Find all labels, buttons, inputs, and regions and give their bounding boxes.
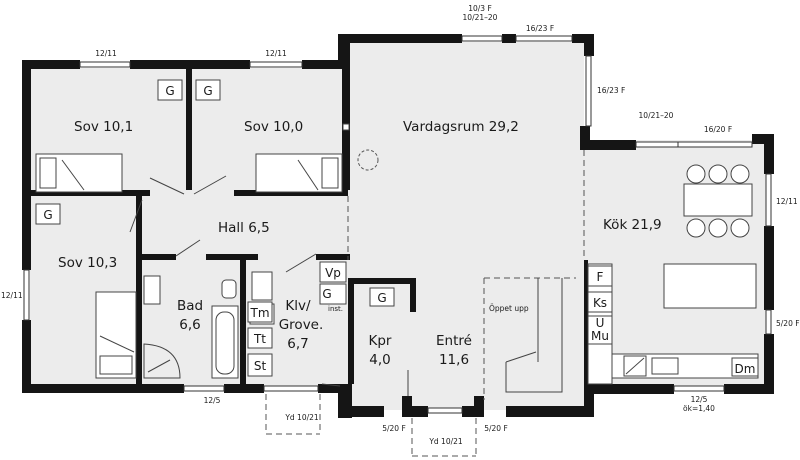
room-label-sov1: Sov 10,1 — [74, 119, 133, 135]
kitchen-island — [663, 263, 757, 309]
fixture-tt: Tt — [253, 332, 266, 346]
room-label-sov3: Sov 10,3 — [58, 255, 117, 271]
dim-entry-left: 5/20 F — [382, 424, 406, 433]
fan-circle — [342, 123, 379, 171]
fixture-boxes — [35, 79, 759, 377]
dim-top-a: 10/3 F — [468, 4, 492, 13]
fixture-g-sov1: G — [165, 84, 174, 98]
dim-kitchen-b: 16/20 F — [704, 125, 732, 134]
dim-yd-left: Yd 10/21 — [284, 413, 319, 422]
room-label-kok: Kök 21,9 — [603, 217, 662, 233]
doors — [129, 175, 537, 396]
dim-kitchen-bottom-a: 12/5 — [691, 395, 708, 404]
fixture-u: U — [596, 316, 605, 330]
bathtub — [211, 279, 239, 379]
dim-entry-right: 5/20 F — [484, 424, 508, 433]
dim-win-top-right: 16/23 F — [526, 24, 554, 33]
fixture-dm: Dm — [735, 362, 756, 376]
room-area-klv: 6,7 — [287, 336, 308, 352]
sink-bad — [143, 275, 181, 379]
fixture-mu: Mu — [591, 329, 609, 343]
stair — [505, 278, 563, 393]
room-label-entre: Entré — [436, 333, 472, 349]
dim-top-b: 10/21–20 — [463, 13, 498, 22]
room-label-vardagsrum: Vardagsrum 29,2 — [403, 119, 519, 135]
dim-kitchen-a: 10/21–20 — [639, 111, 674, 120]
dashed-lines — [265, 150, 585, 457]
dim-sov1-win: 12/11 — [95, 49, 117, 58]
dim-kitchen-bottom-b: ök=1,40 — [683, 404, 715, 413]
bed-sov1 — [35, 153, 123, 193]
room-label-hall: Hall 6,5 — [218, 220, 270, 236]
dining-table — [683, 164, 753, 238]
windows — [23, 35, 772, 414]
room-label-grove: Grove. — [279, 317, 324, 333]
fixture-g-sov2: G — [203, 84, 212, 98]
dim-yd-front: Yd 10/21 — [428, 437, 463, 446]
room-label-klv: Klv/ — [285, 298, 311, 314]
fixture-g-sov3: G — [43, 208, 52, 222]
dim-right-low-win: 5/20 F — [776, 319, 800, 328]
dim-bad-win: 12/5 — [204, 396, 221, 405]
fixture-g-kpr: G — [377, 291, 386, 305]
room-area-entre: 11,6 — [439, 352, 469, 368]
room-area-bad: 6,6 — [179, 317, 200, 333]
room-area-kpr: 4,0 — [369, 352, 390, 368]
dim-sov2-win: 12/11 — [265, 49, 287, 58]
bed-sov3 — [95, 291, 137, 379]
bed-sov2 — [255, 153, 343, 193]
fixture-inst-label: inst. — [328, 305, 343, 313]
dim-left-win: 12/11 — [1, 291, 23, 300]
room-label-bad: Bad — [177, 298, 203, 314]
fixture-vp: Vp — [325, 266, 341, 280]
stair-open-label: Öppet upp — [489, 304, 529, 313]
room-label-sov2: Sov 10,0 — [244, 119, 303, 135]
fixture-tm: Tm — [249, 306, 269, 320]
fixture-f: F — [597, 270, 604, 284]
room-label-kpr: Kpr — [369, 333, 392, 349]
dim-right-win: 12/11 — [776, 197, 798, 206]
fixture-g-inst: G — [322, 287, 331, 301]
fixture-st: St — [254, 359, 267, 373]
fixture-ks: Ks — [593, 296, 607, 310]
dim-win-side-right: 16/23 F — [597, 86, 625, 95]
